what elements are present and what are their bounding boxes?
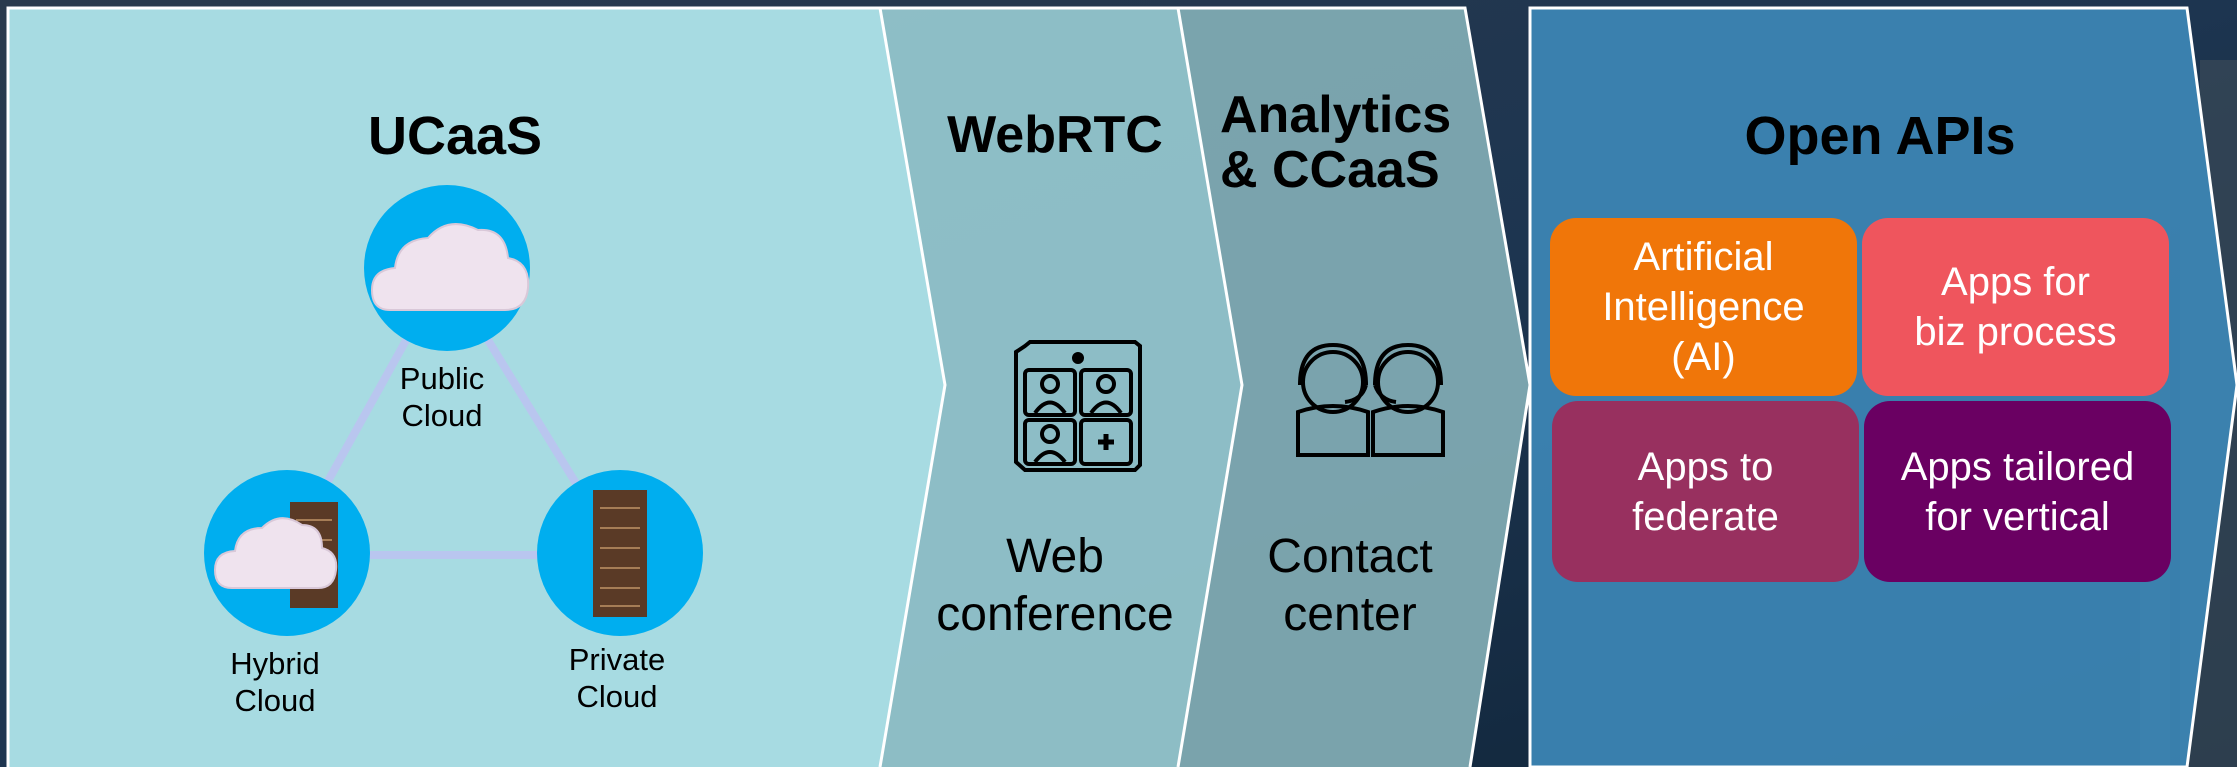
analytics-title: Analytics & CCaaS — [1220, 86, 1452, 199]
video-conference-grid-icon — [1014, 340, 1142, 472]
server-rack-icon — [593, 490, 647, 617]
contact-center-caption: Contact center — [1267, 530, 1433, 641]
hybrid-cloud-label: Hybrid Cloud — [230, 646, 320, 719]
ucaas-title: UCaaS — [367, 106, 543, 166]
tile-artificial-intelligence: Artificial Intelligence (AI) — [1550, 218, 1857, 396]
web-conference-caption: Web conference — [936, 530, 1174, 641]
open-apis-title: Open APIs — [1744, 106, 2016, 166]
hybrid-cloud-server-icon — [213, 502, 338, 608]
webrtc-title: WebRTC — [947, 106, 1163, 164]
panel-analytics — [1178, 8, 1530, 767]
tile-apps-vertical: Apps tailored for vertical — [1864, 401, 2171, 582]
public-cloud-label: Public Cloud — [399, 361, 485, 434]
tile-apps-federate: Apps to federate — [1552, 401, 1859, 582]
private-cloud-label: Private Cloud — [568, 642, 666, 715]
panel-webrtc — [880, 8, 1242, 767]
headset-agents-icon — [1296, 342, 1445, 457]
tile-apps-biz-process: Apps for biz process — [1862, 218, 2169, 396]
cloud-icon — [370, 223, 530, 311]
